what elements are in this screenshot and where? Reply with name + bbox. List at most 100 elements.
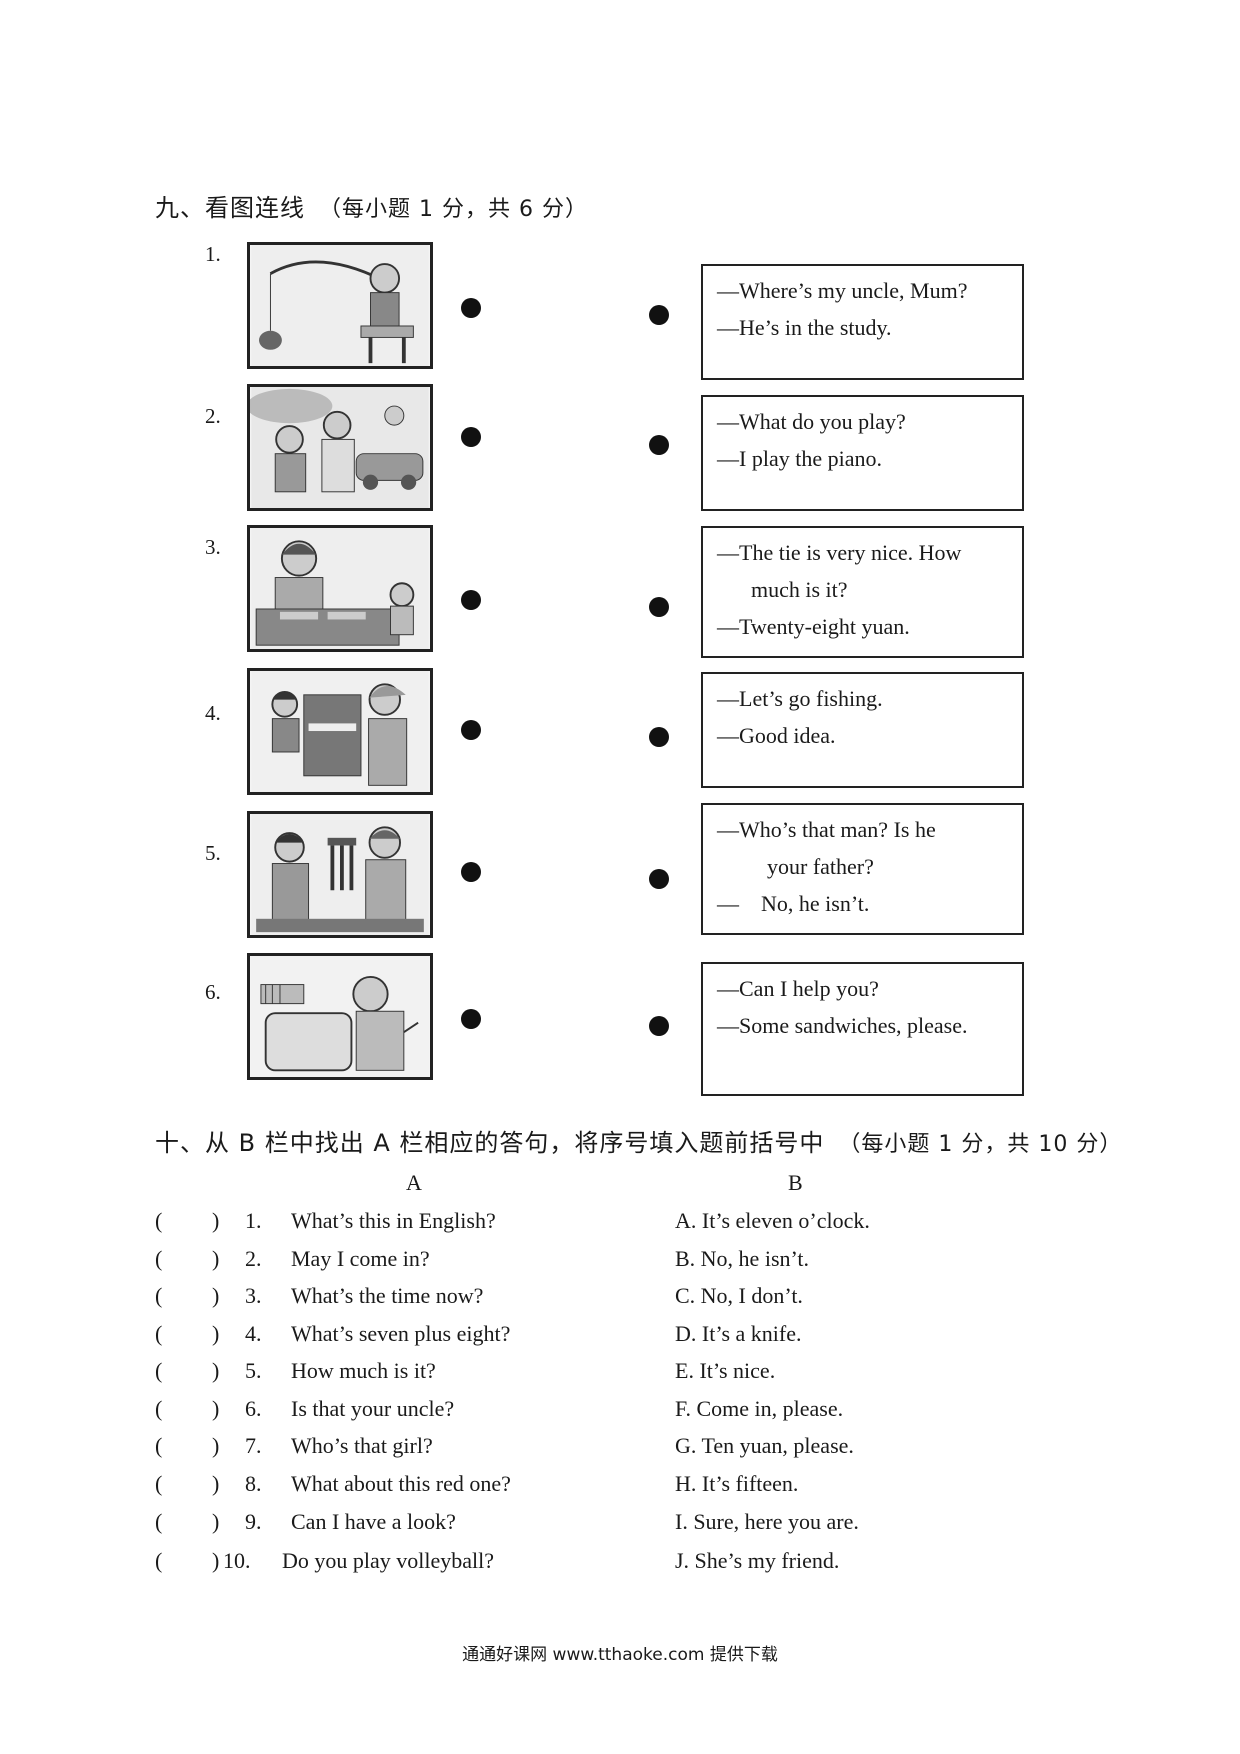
answer-option: H. It’s fifteen. [675, 1471, 799, 1496]
question-text: Is that your uncle? [291, 1396, 455, 1421]
section-9-title: 九、看图连线 （每小题 1 分，共 6 分） [155, 188, 588, 223]
table-row: () 5. How much is it? E. It’s nice. [155, 1358, 1055, 1396]
answer-paren-right[interactable]: ) [212, 1433, 220, 1458]
table-row: () 4. What’s seven plus eight? D. It’s a kn… [155, 1321, 1055, 1359]
answer-option: J. She’s my friend. [675, 1548, 840, 1573]
dialogue-line: —Twenty-eight yuan. [717, 614, 910, 639]
dialogue-line: —Good idea. [717, 723, 836, 748]
question-number: 2. [245, 1246, 262, 1271]
answer-option: E. It’s nice. [675, 1358, 776, 1383]
answer-paren-right[interactable]: ) [212, 1548, 220, 1573]
table-row: ()9.Can I have a look?I. Sure, here you … [155, 1509, 1055, 1547]
match-dot-left-2[interactable] [461, 427, 481, 447]
section-10-title: 十、从 B 栏中找出 A 栏相应的答句，将序号填入题前括号中 （每小题 1 分，共… [155, 1123, 1122, 1158]
dialogue-line: much is it? [751, 577, 848, 602]
dialogue-box-1: —Where’s my uncle, Mum? —He’s in the stu… [701, 264, 1024, 380]
question-number: 5. [245, 1358, 262, 1383]
question-number: 9. [245, 1509, 262, 1534]
question-text: How much is it? [291, 1358, 436, 1383]
dialogue-box-6: —Can I help you? —Some sandwiches, pleas… [701, 962, 1024, 1096]
match-dot-left-4[interactable] [461, 720, 481, 740]
match-dot-right-5[interactable] [649, 869, 669, 889]
question-number: 10. [223, 1548, 251, 1573]
section-9-note: （每小题 1 分，共 6 分） [319, 197, 588, 222]
match-dot-left-5[interactable] [461, 862, 481, 882]
answer-paren-left: ( [155, 1433, 163, 1458]
answer-option: C. No, I don’t. [675, 1283, 803, 1308]
dialogue-box-5: —Who’s that man? Is he your father? — No… [701, 803, 1024, 935]
answer-paren-right[interactable]: ) [212, 1246, 220, 1271]
match-dot-right-3[interactable] [649, 597, 669, 617]
dialogue-line: — No, he isn’t. [717, 891, 870, 916]
match-dot-left-6[interactable] [461, 1009, 481, 1029]
answer-paren-left: ( [155, 1396, 163, 1421]
section-10-note: （每小题 1 分，共 10 分） [838, 1132, 1123, 1157]
answer-paren-left: ( [155, 1246, 163, 1271]
answer-paren-right[interactable]: ) [212, 1321, 220, 1346]
answer-paren-right[interactable]: ) [212, 1509, 220, 1534]
dialogue-line: —Where’s my uncle, Mum? [717, 278, 968, 303]
section-9-heading: 九、看图连线 [155, 194, 305, 222]
dialogue-line: —I play the piano. [717, 446, 882, 471]
answer-paren-right[interactable]: ) [212, 1283, 220, 1308]
match-dot-right-1[interactable] [649, 305, 669, 325]
dialogue-line: —The tie is very nice. How [717, 540, 962, 565]
picture-4-piano [247, 668, 433, 795]
match-dot-right-4[interactable] [649, 727, 669, 747]
table-row: ()10. Do you play volleyball? J. She’s my … [155, 1548, 1055, 1586]
answer-paren-right[interactable]: ) [212, 1471, 220, 1496]
picture-5-tie-shop [247, 811, 433, 938]
question-text: What’s the time now? [291, 1283, 484, 1308]
answer-option: B. No, he isn’t. [675, 1246, 810, 1271]
answer-paren-right[interactable]: ) [212, 1208, 220, 1233]
dialogue-box-3: —The tie is very nice. How much is it? —… [701, 526, 1024, 658]
answer-option: A. It’s eleven o’clock. [675, 1208, 870, 1233]
dialogue-line: —He’s in the study. [717, 315, 892, 340]
match-number-2: 2. [205, 404, 221, 428]
picture-3-shop-counter [247, 525, 433, 652]
match-number-4: 4. [205, 701, 221, 725]
picture-1-fishing [247, 242, 433, 369]
answer-paren-right[interactable]: ) [212, 1358, 220, 1383]
question-number: 4. [245, 1321, 262, 1346]
question-text: May I come in? [291, 1246, 430, 1271]
question-number: 3. [245, 1283, 262, 1308]
answer-paren-left: ( [155, 1471, 163, 1496]
answer-paren-left: ( [155, 1321, 163, 1346]
match-number-3: 3. [205, 535, 221, 559]
column-a-header: A [406, 1170, 422, 1195]
answer-option: G. Ten yuan, please. [675, 1433, 854, 1458]
dialogue-line: —Can I help you? [717, 976, 879, 1001]
answer-paren-left: ( [155, 1509, 163, 1534]
answer-option: F. Come in, please. [675, 1396, 844, 1421]
question-text: Do you play volleyball? [282, 1548, 495, 1573]
dialogue-line: —Let’s go fishing. [717, 686, 883, 711]
match-dot-left-1[interactable] [461, 298, 481, 318]
column-b-header: B [788, 1170, 803, 1195]
answer-paren-left: ( [155, 1548, 163, 1573]
footer-text: 通通好课网 www.tthaoke.com 提供下载 [462, 1645, 778, 1665]
dialogue-line: —Who’s that man? Is he [717, 817, 936, 842]
question-text: Can I have a look? [291, 1509, 456, 1534]
table-row: ()8.What about this red one?H. It’s fift… [155, 1471, 1055, 1509]
match-dot-right-2[interactable] [649, 435, 669, 455]
table-row: ()1.What’s this in English?A. It’s eleve… [155, 1208, 1055, 1246]
match-dot-left-3[interactable] [461, 590, 481, 610]
table-row: () 3. What’s the time now? C. No, I don’t. [155, 1283, 1055, 1321]
answer-option: D. It’s a knife. [675, 1321, 802, 1346]
match-dot-right-6[interactable] [649, 1016, 669, 1036]
question-number: 6. [245, 1396, 262, 1421]
picture-2-family-outing [247, 384, 433, 511]
answer-paren-right[interactable]: ) [212, 1396, 220, 1421]
question-text: What’s seven plus eight? [291, 1321, 511, 1346]
match-number-5: 5. [205, 841, 221, 865]
answer-paren-left: ( [155, 1358, 163, 1383]
question-text: What’s this in English? [291, 1208, 496, 1233]
match-number-6: 6. [205, 980, 221, 1004]
section-10-heading: 十、从 B 栏中找出 A 栏相应的答句，将序号填入题前括号中 [155, 1129, 825, 1157]
table-row: () 2. May I come in? B. No, he isn’t. [155, 1246, 1055, 1284]
table-row: () 6. Is that your uncle? F. Come in, pleas… [155, 1396, 1055, 1434]
question-number: 1. [245, 1208, 262, 1233]
dialogue-box-2: —What do you play? —I play the piano. [701, 395, 1024, 511]
answer-paren-left: ( [155, 1283, 163, 1308]
